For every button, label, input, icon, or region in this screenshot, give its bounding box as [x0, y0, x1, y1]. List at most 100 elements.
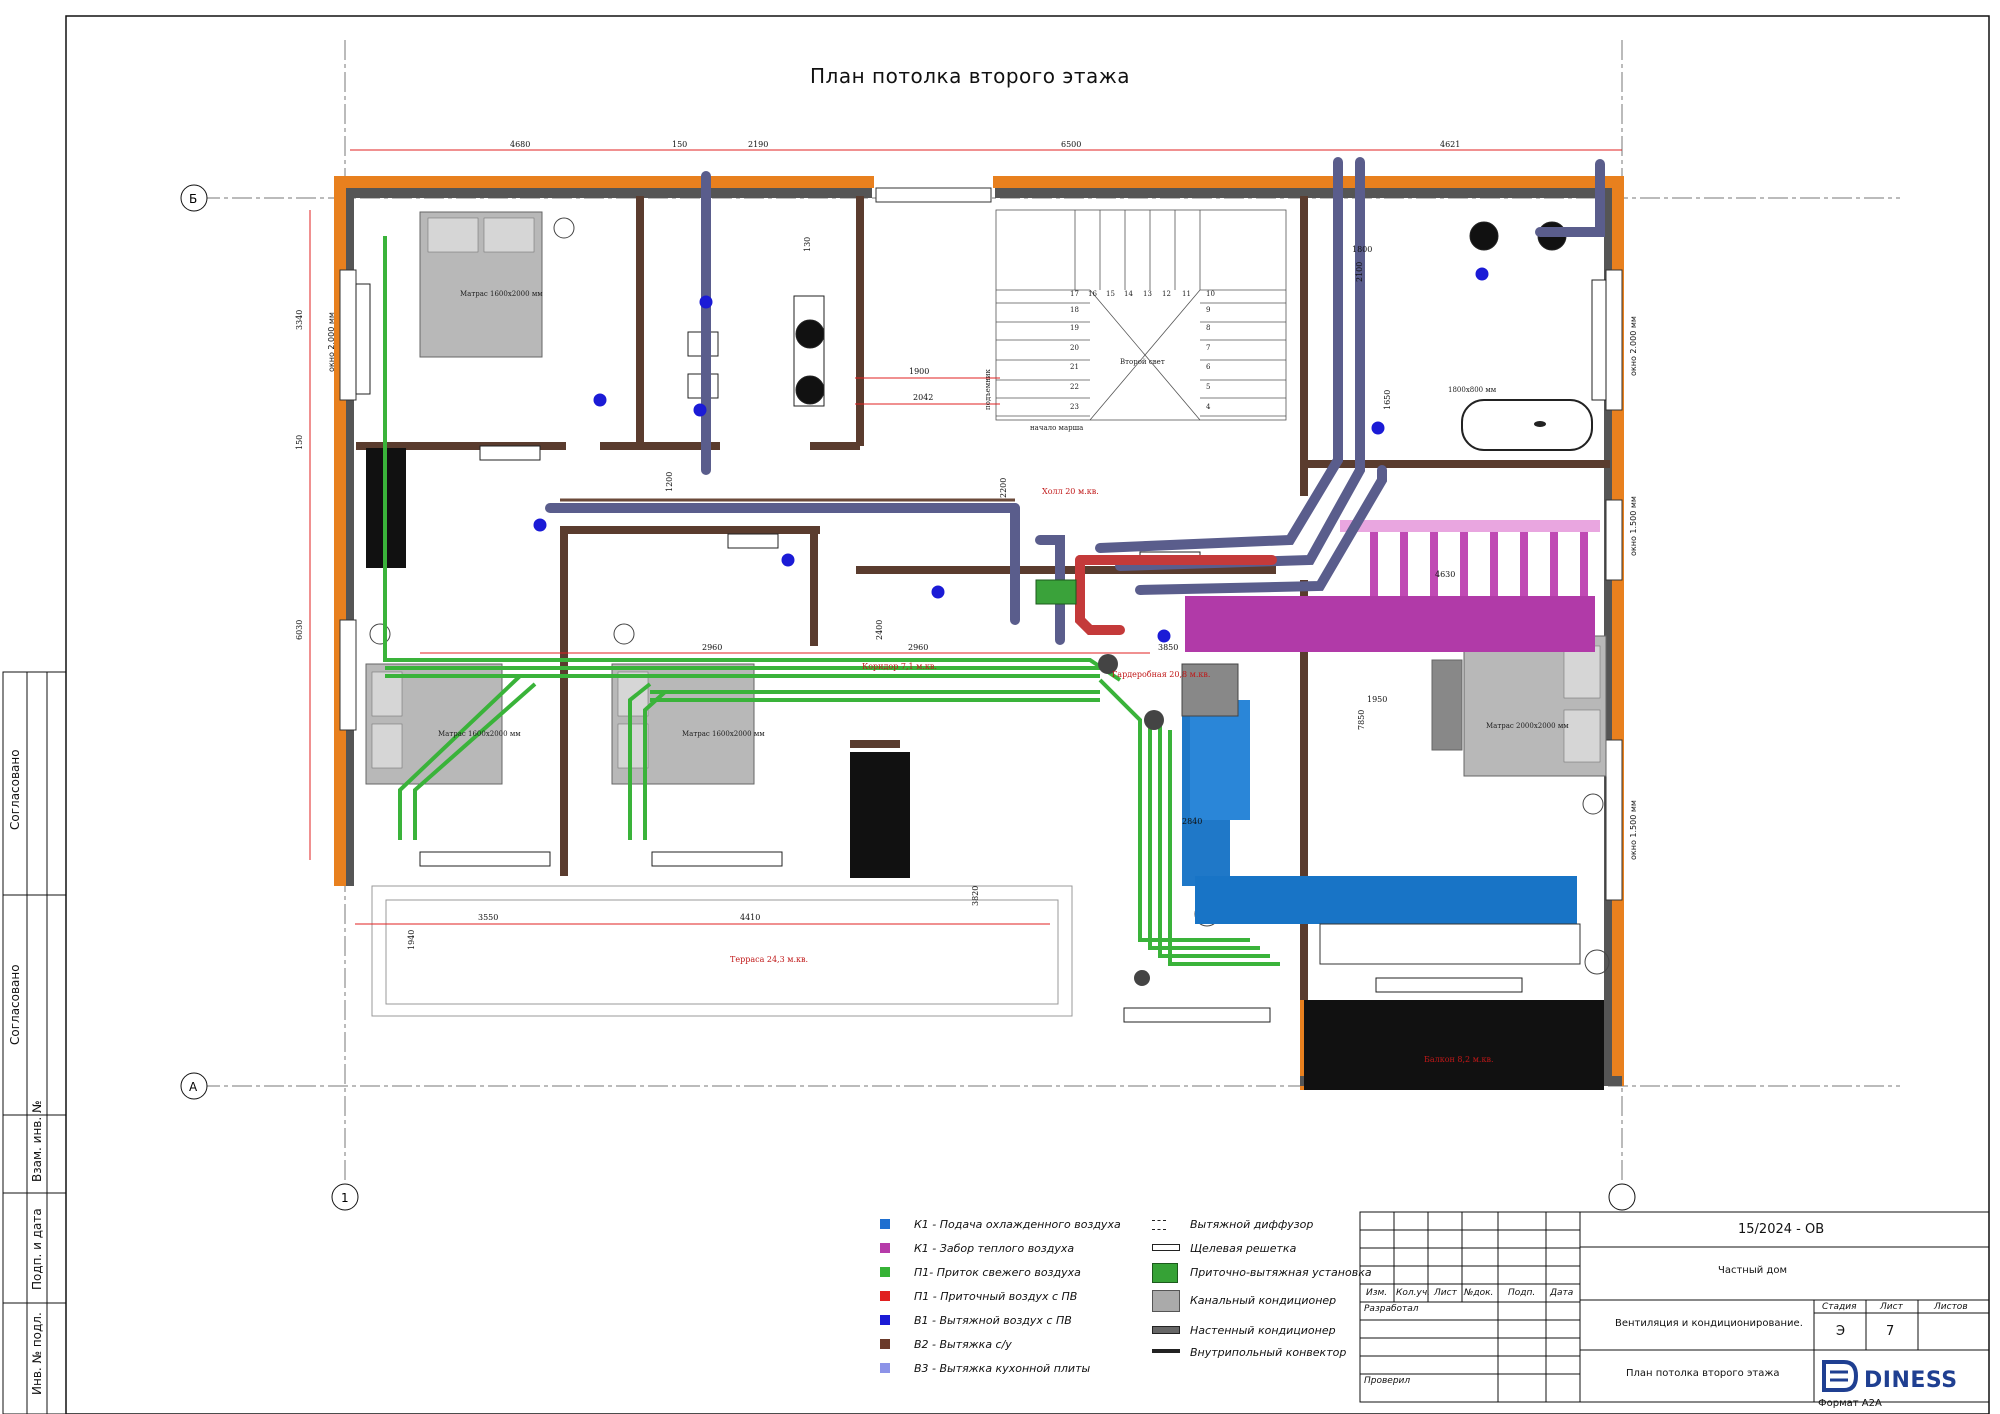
- object-name: Частный дом: [1718, 1265, 1787, 1276]
- hdr-sheet: Лист: [1434, 1288, 1457, 1298]
- interior-walls: [356, 196, 1610, 1090]
- p1-fresh-air-duct: [383, 236, 1280, 966]
- legend-label: Канальный кондиционер: [1190, 1294, 1337, 1307]
- agreed-label-2: Согласовано: [8, 964, 22, 1045]
- svg-text:Балкон 8,2 м.кв.: Балкон 8,2 м.кв.: [1424, 1055, 1494, 1064]
- legend-swatch: [880, 1243, 890, 1253]
- svg-text:6030: 6030: [295, 620, 304, 640]
- floor-convectors: [355, 279, 1607, 1023]
- legend-swatch: [880, 1339, 890, 1349]
- legend-label: В1 - Вытяжной воздух с ПВ: [914, 1314, 1072, 1327]
- svg-text:Второй свет: Второй свет: [1120, 358, 1165, 366]
- legend-label: Вытяжной диффузор: [1190, 1218, 1314, 1231]
- svg-text:150: 150: [295, 435, 304, 450]
- stage-value: Э: [1836, 1324, 1846, 1339]
- svg-text:Гардеробная 20,8 м.кв.: Гардеробная 20,8 м.кв.: [1112, 670, 1210, 679]
- axis-1-bubble: [331, 1183, 359, 1211]
- svg-text:1200: 1200: [665, 472, 674, 492]
- svg-text:Матрас 1600x2000 мм: Матрас 1600x2000 мм: [438, 730, 521, 738]
- svg-text:7850: 7850: [1357, 710, 1366, 730]
- bathtub: [1461, 399, 1593, 451]
- svg-text:Матрас 1600x2000 мм: Матрас 1600x2000 мм: [460, 290, 543, 298]
- svg-text:Матрас 1600x2000 мм: Матрас 1600x2000 мм: [682, 730, 765, 738]
- room-notes: Второй свет 1800x800 мм Матрас 1600x2000…: [438, 290, 1569, 738]
- sanitary-fixtures: [687, 221, 1567, 407]
- agreed-label-1: Согласовано: [8, 749, 22, 830]
- svg-text:1950: 1950: [1367, 695, 1387, 704]
- svg-text:10: 10: [1206, 290, 1215, 298]
- inv-orig-label: Инв. № подл.: [30, 1312, 44, 1395]
- svg-text:1900: 1900: [909, 367, 929, 376]
- svg-text:22: 22: [1070, 383, 1079, 391]
- sheets-label: Листов: [1934, 1302, 1968, 1312]
- slot-grille-icon: [1152, 1244, 1180, 1251]
- legend-swatch: [880, 1315, 890, 1325]
- diness-logo-icon: [1822, 1360, 1859, 1392]
- vertical-dimension-texts: 3340 150 6030 1200 2200 2400 7850 2100 1…: [295, 237, 1392, 950]
- legend-swatch: [880, 1219, 890, 1229]
- svg-text:3850: 3850: [1158, 643, 1178, 652]
- axis-a-bubble: [180, 1072, 208, 1100]
- svg-text:1650: 1650: [1383, 390, 1392, 410]
- svg-text:окно 2.000 мм: окно 2.000 мм: [327, 312, 336, 372]
- svg-text:7: 7: [1206, 344, 1210, 352]
- floor-convector-icon: [1152, 1349, 1180, 1353]
- developer-label: Разработал: [1364, 1304, 1419, 1314]
- legend-label: К1 - Забор теплого воздуха: [914, 1242, 1075, 1255]
- hdr-change: Изм.: [1366, 1288, 1388, 1298]
- supply-exhaust-unit: [1035, 579, 1077, 605]
- sheet-label: Лист: [1880, 1302, 1903, 1312]
- svg-text:4621: 4621: [1440, 140, 1460, 149]
- svg-text:2100: 2100: [1355, 262, 1364, 282]
- wall-ac-icon: [1152, 1326, 1180, 1334]
- p1-heated-supply-duct: [1075, 555, 1277, 635]
- svg-text:3550: 3550: [478, 913, 498, 922]
- pillows: [371, 217, 1601, 769]
- svg-text:4630: 4630: [1435, 570, 1455, 579]
- duct-ac-icon: [1152, 1290, 1180, 1312]
- svg-text:20: 20: [1070, 344, 1079, 352]
- legend-label: Настенный кондиционер: [1190, 1324, 1336, 1337]
- stage-label: Стадия: [1822, 1302, 1857, 1312]
- svg-text:6: 6: [1206, 363, 1211, 371]
- checker-label: Проверил: [1364, 1376, 1411, 1386]
- fan-node: [1144, 710, 1164, 730]
- hdr-date: Дата: [1550, 1288, 1574, 1298]
- section-name: Вентиляция и кондиционирование.: [1615, 1318, 1803, 1329]
- legend-swatch: [880, 1291, 890, 1301]
- svg-text:окно 1.500 мм: окно 1.500 мм: [1629, 800, 1638, 860]
- windows: [339, 187, 1623, 901]
- svg-text:23: 23: [1070, 403, 1079, 411]
- legend-label: Внутрипольный конвектор: [1190, 1346, 1347, 1359]
- svg-text:1800x800 мм: 1800x800 мм: [1448, 386, 1497, 394]
- legend-label: П1 - Приточный воздух с ПВ: [914, 1290, 1078, 1303]
- window-labels: окно 2.000 мм окно 2.000 мм окно 1.500 м…: [327, 312, 1638, 860]
- legend-label: В2 - Вытяжка с/у: [914, 1338, 1012, 1351]
- legend-label: Приточно-вытяжная установка: [1190, 1266, 1372, 1279]
- svg-text:4680: 4680: [510, 140, 530, 149]
- svg-text:подъемник: подъемник: [984, 368, 992, 410]
- svg-text:16: 16: [1088, 290, 1097, 298]
- fan-node: [1098, 654, 1118, 674]
- plan-title: План потолка второго этажа: [810, 64, 1131, 88]
- b1-exhaust-duct: [545, 157, 1605, 645]
- svg-text:1800: 1800: [1352, 245, 1372, 254]
- axis-a-label: А: [189, 1080, 198, 1094]
- left-stamp-strip: [2, 671, 67, 1414]
- sheet-value: 7: [1886, 1324, 1895, 1339]
- svg-text:Холл 20 м.кв.: Холл 20 м.кв.: [1042, 487, 1099, 496]
- stair-step-numbers: 17 16 15 14 13 12 11 10 18 19 20 21 22 2…: [1070, 290, 1215, 411]
- legend-swatch: [880, 1363, 890, 1373]
- staircase: [995, 209, 1287, 421]
- legend-swatch: [880, 1267, 890, 1277]
- svg-text:11: 11: [1182, 290, 1191, 298]
- k1-cold-supply-duct: [1182, 700, 1577, 924]
- svg-text:окно 2.000 мм: окно 2.000 мм: [1629, 316, 1638, 376]
- doc-code: 15/2024 - ОВ: [1738, 1222, 1825, 1237]
- exhaust-diffusers: [533, 267, 1489, 643]
- hdr-sign: Подп.: [1508, 1288, 1536, 1298]
- svg-text:15: 15: [1106, 290, 1115, 298]
- supply-exhaust-unit-icon: [1152, 1263, 1178, 1283]
- svg-text:18: 18: [1070, 306, 1079, 314]
